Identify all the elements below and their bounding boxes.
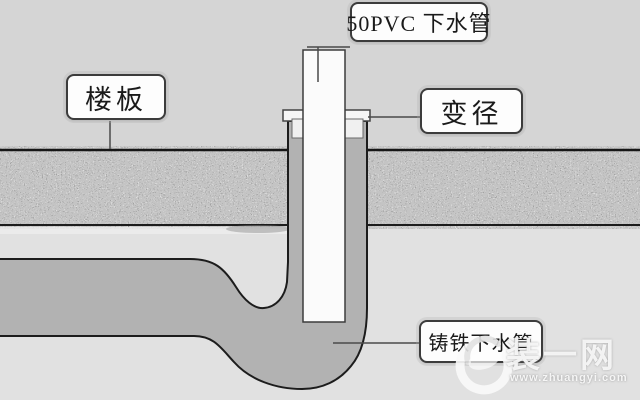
label-cast-iron-pipe: 铸铁下水管 [419,320,543,363]
under-slab-shadow [226,225,290,233]
label-reducer-text: 变径 [440,98,503,129]
label-floor-slab-text: 楼板 [85,84,147,115]
label-pvc-pipe-text: 50PVC 下水管 [346,11,492,36]
pvc-pipe [302,49,346,323]
label-cast-iron-pipe-text: 铸铁下水管 [428,333,534,355]
connector-lines [109,46,420,344]
label-pvc-pipe: 50PVC 下水管 [346,2,491,42]
cast-iron-pipe [0,120,368,390]
ceiling-band [0,227,288,234]
label-floor-slab: 楼板 [66,74,166,120]
label-reducer: 变径 [420,88,523,134]
